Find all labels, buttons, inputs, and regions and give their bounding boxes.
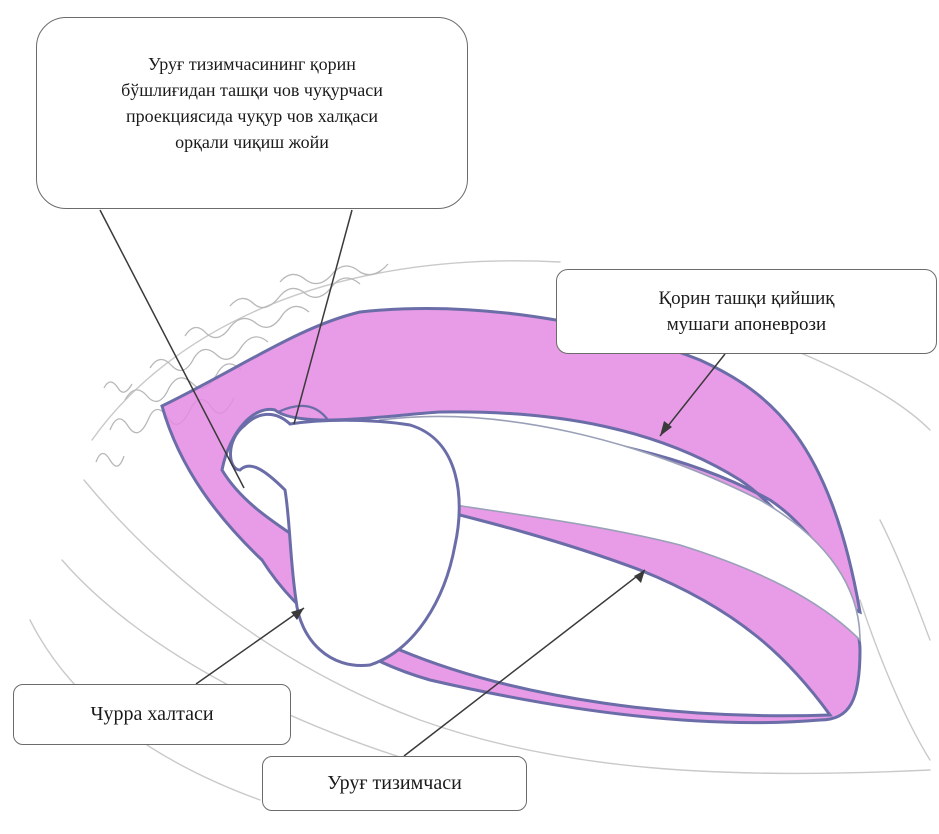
callout-top-line-3: проекциясида чуқур чов халқаси <box>121 103 383 129</box>
callout-deep-ring-exit: Уруғ тизимчасининг қорин бўшлиғидан ташқ… <box>36 17 468 209</box>
callout-oblique-line-2: мушаги апоневрози <box>658 312 834 338</box>
leader-top-left <box>100 210 244 488</box>
callout-top-line-1: Уруғ тизимчасининг қорин <box>121 51 383 77</box>
callout-sac-label: Чурра халтаси <box>90 703 213 726</box>
callout-oblique-line-1: Қорин ташқи қийшиқ <box>658 286 834 312</box>
arrowhead-cord <box>634 570 645 583</box>
leader-cord <box>404 570 645 756</box>
leader-sac <box>196 608 304 684</box>
callout-external-oblique: Қорин ташқи қийшиқ мушаги апоневрози <box>556 269 937 354</box>
callout-spermatic-cord: Уруғ тизимчаси <box>262 756 527 811</box>
callout-hernia-sac: Чурра халтаси <box>13 684 291 745</box>
callout-top-line-2: бўшлиғидан ташқи чов чуқурчаси <box>121 77 383 103</box>
callout-cord-label: Уруғ тизимчаси <box>327 772 462 795</box>
callout-top-line-4: орқали чиқиш жойи <box>121 129 383 155</box>
